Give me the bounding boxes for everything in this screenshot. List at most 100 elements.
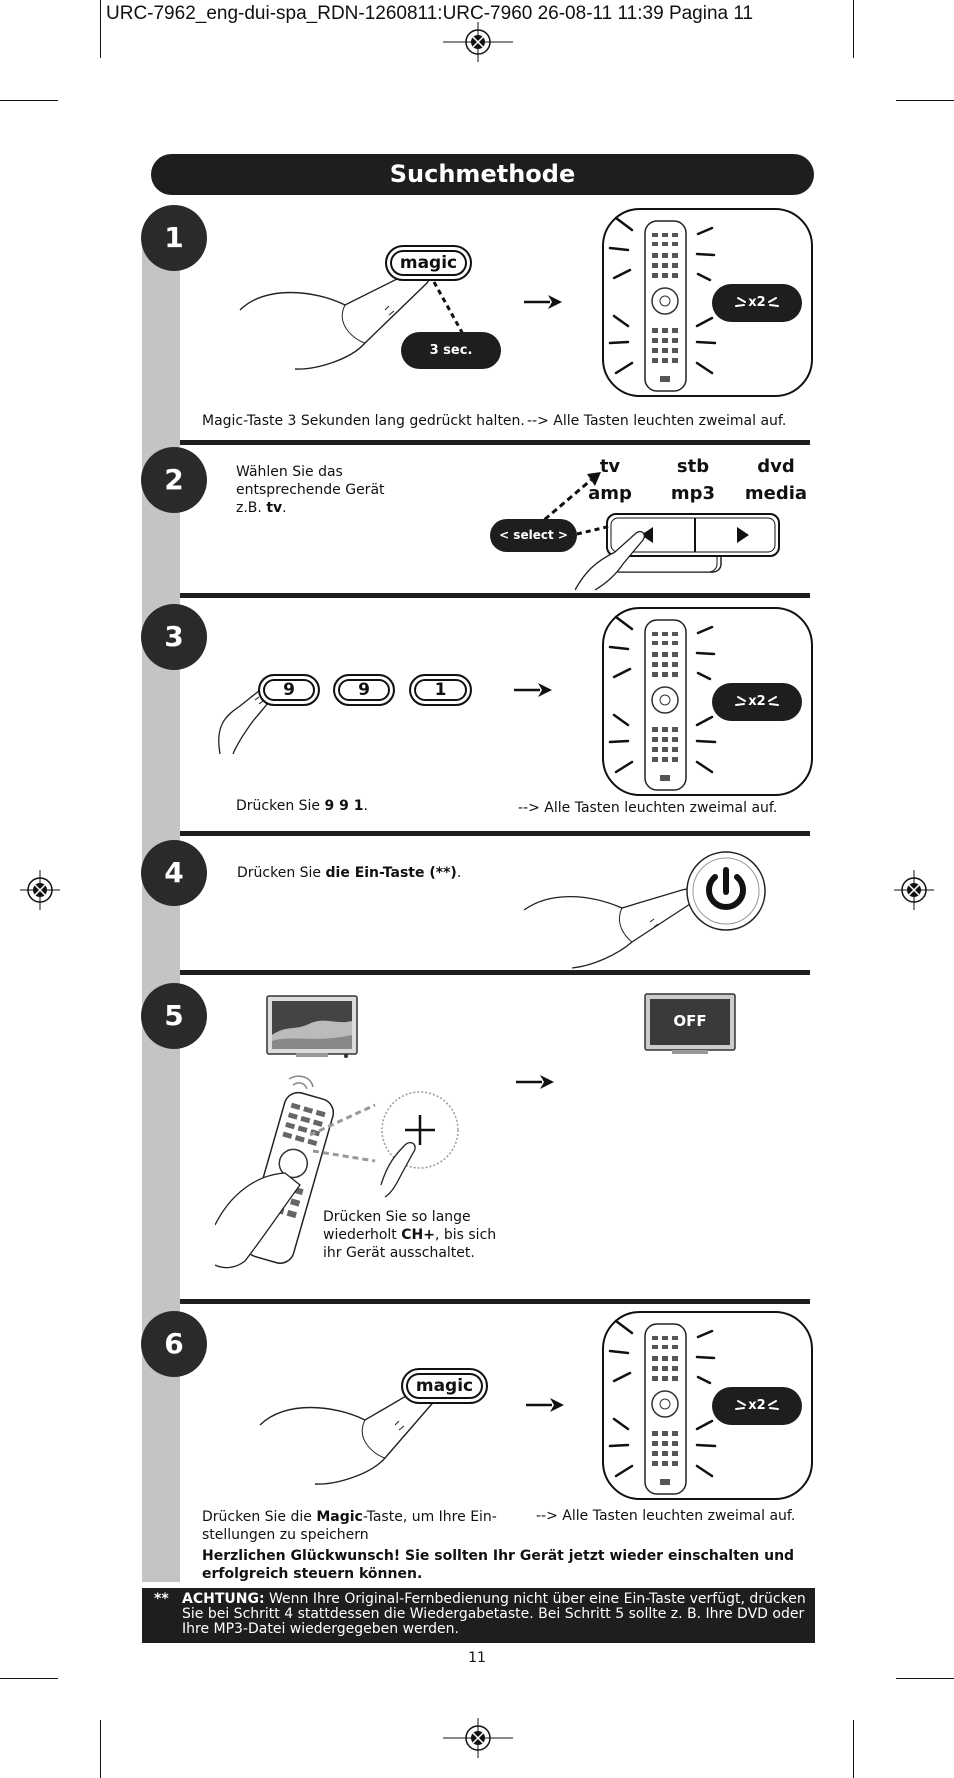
flash-rays-icon <box>735 1400 779 1410</box>
device-label-stb: stb <box>676 456 710 477</box>
step4-power-key: die Ein-Taste (**) <box>325 865 457 881</box>
device-label-mp3: mp3 <box>670 483 716 504</box>
warning-text: Wenn Ihre Original-Fernbedienung nicht ü… <box>182 1591 806 1637</box>
step2-device-example: tv <box>266 500 283 516</box>
step-number: 5 <box>141 983 207 1049</box>
step6-text-end: -Taste, um Ihre Ein- <box>362 1509 497 1525</box>
registration-mark-icon <box>443 22 513 62</box>
step3-text: Drücken Sie <box>236 798 325 814</box>
hand-press-icon <box>523 888 696 969</box>
select-badge: < select > <box>490 519 577 552</box>
step4-text-end: . <box>456 865 462 881</box>
tv-on-icon <box>266 995 358 1058</box>
step3-instruction: Drücken Sie 9 9 1. <box>236 797 368 815</box>
device-label-amp: amp <box>588 483 632 504</box>
page-title: Suchmethode <box>151 154 814 195</box>
congrats-line: Herzlichen Glückwunsch! Sie sollten Ihr … <box>202 1548 795 1564</box>
step5-line: wiederholt <box>323 1227 402 1243</box>
select-dash-line <box>576 524 612 536</box>
crop-mark <box>853 0 854 58</box>
flash-rays-icon <box>735 696 779 706</box>
step5-line: ihr Gerät ausschaltet. <box>323 1245 475 1261</box>
tv-off-label: OFF <box>673 1012 707 1030</box>
step6-line: stellungen zu speichern <box>202 1527 369 1543</box>
step-number: 6 <box>141 1311 207 1377</box>
arrow-right-icon <box>516 1075 554 1089</box>
remote-control-icon <box>608 216 717 392</box>
step5-ch-plus: CH+ <box>401 1227 435 1243</box>
crop-mark <box>100 1720 101 1778</box>
congratulations-text: Herzlichen Glückwunsch! Sie sollten Ihr … <box>202 1547 794 1583</box>
hold-indicator-line <box>432 281 466 337</box>
step6-magic-key: Magic <box>316 1509 363 1525</box>
step3-text-end: . <box>363 798 368 814</box>
key-1: 1 <box>409 674 472 706</box>
step6-text: Drücken Sie die <box>202 1509 317 1525</box>
step4-instruction: Drücken Sie die Ein-Taste (**). <box>237 864 461 882</box>
step-number: 1 <box>141 205 207 271</box>
step-rail <box>142 230 180 1582</box>
step3-result: --> Alle Tasten leuchten zweimal auf. <box>518 800 778 816</box>
crop-mark <box>100 0 101 58</box>
arrow-right-icon <box>526 1398 564 1412</box>
repeat-count-label: x2 <box>748 295 766 310</box>
step-divider <box>180 831 810 836</box>
footnote-marker: ** <box>154 1591 169 1607</box>
step1-result: --> Alle Tasten leuchten zweimal auf. <box>527 413 787 429</box>
flash-rays-icon <box>735 297 779 307</box>
hand-remote-ch-plus-illustration <box>215 1075 459 1269</box>
repeat-count-badge: x2 <box>712 1387 802 1425</box>
step-divider <box>180 1299 810 1304</box>
step-divider <box>180 440 810 445</box>
device-label-dvd: dvd <box>757 456 795 477</box>
step-number: 2 <box>141 447 207 513</box>
duration-badge: 3 sec. <box>401 332 501 369</box>
crop-mark <box>853 1720 854 1778</box>
step2-line: Wählen Sie das <box>236 464 343 480</box>
step-number: 4 <box>141 840 207 906</box>
power-button-icon <box>686 851 766 931</box>
repeat-count-label: x2 <box>748 694 766 709</box>
step1-instruction: Magic-Taste 3 Sekunden lang gedrückt hal… <box>202 413 525 429</box>
key-9: 9 <box>333 674 395 706</box>
repeat-count-badge: x2 <box>712 683 802 721</box>
step5-line: Drücken Sie so lange <box>323 1209 471 1225</box>
remote-control-icon <box>608 615 717 791</box>
step2-line-end: . <box>282 500 287 516</box>
crop-mark <box>0 100 58 101</box>
select-keypad-illustration <box>575 513 780 591</box>
repeat-count-label: x2 <box>748 1398 766 1413</box>
step6-result: --> Alle Tasten leuchten zweimal auf. <box>536 1508 796 1524</box>
crop-mark <box>896 1678 954 1679</box>
arrow-right-icon <box>524 295 562 309</box>
warning-label: ACHTUNG: <box>182 1591 265 1607</box>
crop-mark <box>896 100 954 101</box>
step2-instruction: Wählen Sie das entsprechende Gerät z.B. … <box>236 463 385 517</box>
print-header: URC-7962_eng-dui-spa_RDN-1260811:URC-796… <box>106 3 754 24</box>
step2-line: z.B. <box>236 500 267 516</box>
remote-control-icon <box>608 1319 717 1495</box>
device-label-tv: tv <box>599 456 621 477</box>
crop-mark <box>0 1678 58 1679</box>
step-number: 3 <box>141 604 207 670</box>
tv-off-icon <box>644 993 736 1054</box>
repeat-count-badge: x2 <box>712 284 802 322</box>
page-number: 11 <box>468 1650 486 1666</box>
step5-instruction: Drücken Sie so lange wiederholt CH+, bis… <box>323 1208 496 1262</box>
magic-button-illustration: magic <box>385 245 472 281</box>
step-divider <box>180 970 810 975</box>
warning-note: ** ACHTUNG: Wenn Ihre Original-Fernbedie… <box>142 1588 815 1643</box>
step3-code: 9 9 1 <box>324 798 364 814</box>
registration-mark-icon <box>443 1718 513 1758</box>
registration-mark-icon <box>894 870 934 910</box>
step4-text: Drücken Sie <box>237 865 326 881</box>
selection-arrow-icon <box>536 472 601 528</box>
step6-instruction: Drücken Sie die Magic-Taste, um Ihre Ein… <box>202 1508 497 1544</box>
step2-line: entsprechende Gerät <box>236 482 385 498</box>
key-9: 9 <box>258 674 320 706</box>
registration-mark-icon <box>20 870 60 910</box>
arrow-right-icon <box>514 683 552 697</box>
congrats-line: erfolgreich steuern können. <box>202 1566 423 1582</box>
device-label-media: media <box>744 483 808 504</box>
step-divider <box>180 593 810 598</box>
